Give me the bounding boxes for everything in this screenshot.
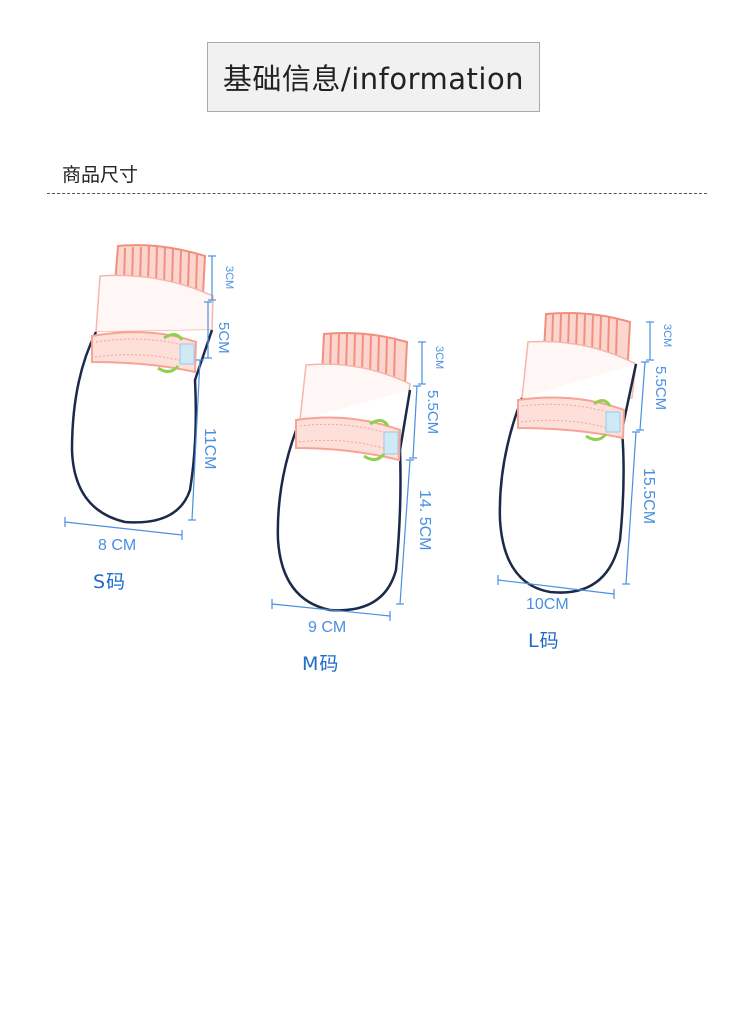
sock-m-width-dim: 9 CM bbox=[308, 619, 346, 636]
sock-m-body-dim: 14. 5CM bbox=[416, 490, 433, 550]
sock-m-strap-dim: 5.5CM bbox=[424, 390, 441, 434]
sock-l-cuff-dim: 3CM bbox=[661, 324, 673, 347]
sock-s-cuff-dim: 3CM bbox=[223, 266, 235, 289]
sock-l-width-dim: 10CM bbox=[526, 596, 569, 613]
header-title-box: 基础信息/information bbox=[207, 42, 540, 112]
header-title: 基础信息/information bbox=[222, 62, 525, 96]
section-title: 商品尺寸 bbox=[62, 164, 139, 186]
sock-s-body bbox=[70, 329, 214, 524]
section-divider bbox=[47, 193, 707, 194]
sock-s-strap bbox=[91, 331, 198, 374]
sock-s-width-dim: 8 CM bbox=[98, 537, 136, 554]
sock-m-strap bbox=[295, 416, 402, 462]
size-label-m: M码 bbox=[302, 653, 340, 675]
sock-l-body-dim: 15.5CM bbox=[640, 468, 657, 524]
sock-s-body-dim: 11CM bbox=[201, 428, 218, 470]
size-label-l: L码 bbox=[528, 630, 560, 652]
size-label-s: S码 bbox=[93, 571, 127, 593]
sock-l-strap bbox=[517, 396, 626, 441]
sock-s-strap-dim: 5CM bbox=[215, 322, 232, 354]
sock-l-strap-dim: 5.5CM bbox=[652, 366, 669, 410]
sock-m-cuff-dim: 3CM bbox=[433, 346, 445, 369]
